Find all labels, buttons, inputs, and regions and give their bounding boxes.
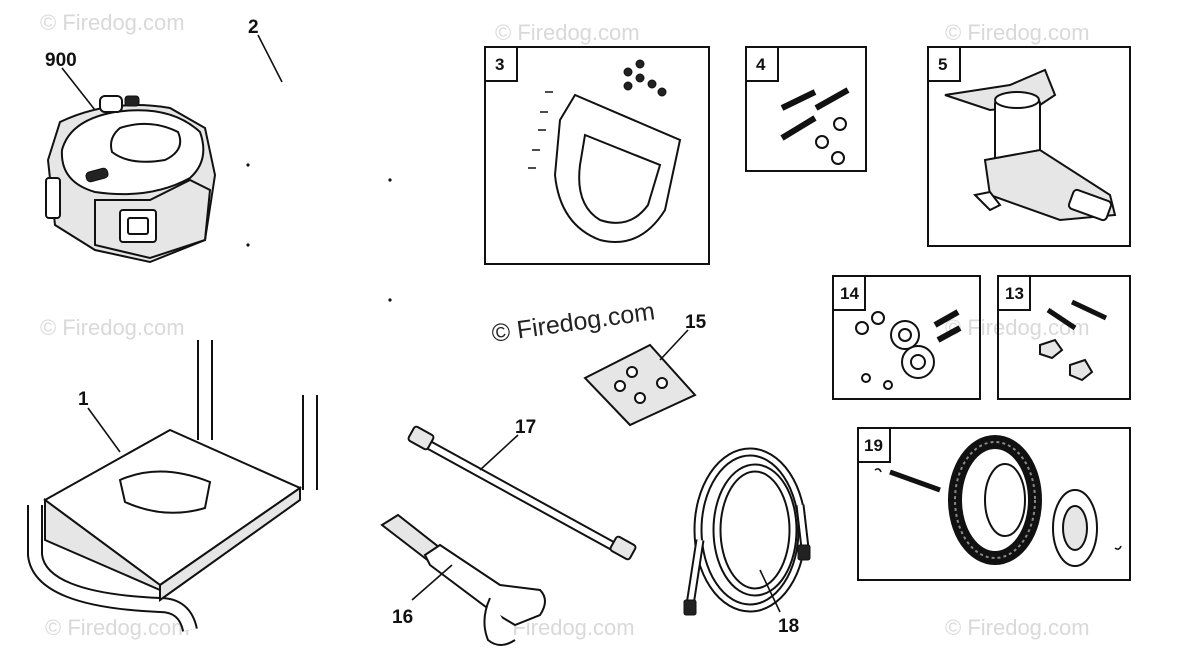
watermark: © Firedog.com — [495, 20, 640, 45]
watermark: © Firedog.com — [945, 315, 1090, 340]
leader-1 — [87, 407, 121, 453]
part-1-frame[interactable] — [27, 340, 318, 633]
box-part-4 — [745, 46, 867, 172]
part-number-4: 4 — [756, 55, 766, 74]
part-number-18: 18 — [778, 616, 799, 637]
part-number-19: 19 — [864, 436, 883, 455]
main-watermark: © Firedog.com — [490, 297, 657, 348]
part-18-hose[interactable] — [683, 447, 811, 616]
part-3-bracket-kit[interactable] — [528, 59, 682, 243]
leader-15 — [659, 329, 689, 361]
part-14-bearing-kit[interactable] — [855, 309, 962, 390]
watermark: © Firedog.com — [945, 615, 1090, 640]
leader-18 — [759, 569, 781, 613]
box-part-5-label-frame — [927, 46, 961, 82]
part-number-1: 1 — [78, 389, 89, 410]
box-part-19 — [857, 427, 1131, 581]
box-part-14 — [832, 275, 981, 400]
box-part-3 — [484, 46, 710, 265]
watermark: © Firedog.com — [40, 315, 185, 340]
part-4-bolts[interactable] — [780, 87, 850, 165]
leader-900 — [61, 67, 96, 111]
part-15-hardware-bag[interactable] — [583, 343, 697, 427]
box-part-4-label-frame — [745, 46, 779, 82]
box-part-3-label-frame — [484, 46, 518, 82]
box-part-13 — [997, 275, 1131, 400]
part-number-17: 17 — [515, 417, 536, 438]
part-19-wheel-kit[interactable] — [874, 435, 1122, 567]
watermark: © Firedog.com — [40, 10, 185, 35]
leader-2 — [257, 34, 283, 83]
part-number-3: 3 — [495, 55, 504, 74]
part-number-13: 13 — [1005, 284, 1024, 303]
leader-17 — [479, 434, 519, 471]
watermark-layer: © Firedog.com © Firedog.com © Firedog.co… — [40, 10, 1090, 640]
part-5-pump[interactable] — [944, 68, 1117, 222]
part-number-5: 5 — [938, 55, 947, 74]
box-part-5 — [927, 46, 1131, 247]
box-part-13-label-frame — [997, 275, 1031, 311]
box-part-14-label-frame — [832, 275, 866, 311]
part-2-handle[interactable] — [234, 58, 401, 375]
box-part-19-label-frame — [857, 427, 891, 463]
part-number-16: 16 — [392, 607, 413, 628]
watermark: © Firedog.com — [945, 20, 1090, 45]
part-number-15: 15 — [685, 312, 707, 333]
leader-16 — [411, 564, 453, 601]
part-16-spray-gun[interactable] — [380, 513, 546, 646]
part-number-900: 900 — [45, 50, 77, 71]
part-number-2: 2 — [248, 17, 259, 38]
part-number-14: 14 — [840, 284, 859, 303]
part-900-engine[interactable] — [45, 95, 217, 264]
watermark: © Firedog.com — [45, 615, 190, 640]
part-13-knobs-bolts[interactable] — [1039, 299, 1108, 382]
part-17-lance[interactable] — [407, 425, 637, 561]
